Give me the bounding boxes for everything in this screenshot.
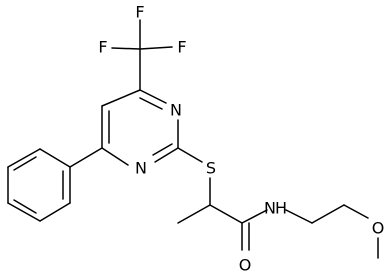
- amide-nitrogen-label: N: [264, 199, 276, 218]
- fluorine-top-label: F: [135, 3, 144, 22]
- pyrimidine-ring: [101, 89, 179, 166]
- bond-n1-c6: [101, 147, 129, 166]
- fluorine-right-label: F: [177, 38, 186, 57]
- bond-ph-5-inner: [13, 156, 37, 171]
- nitrogen-upper-label: N: [170, 101, 182, 120]
- bond-c5-c4: [101, 89, 141, 107]
- bond-n-ch2: [285, 209, 313, 224]
- bond-c2-s: [177, 147, 203, 163]
- phenyl-ring: [7, 147, 103, 222]
- bond-c2-n1: [154, 147, 179, 163]
- bond-c-f-left: [111, 47, 141, 50]
- ether-oxygen-label: O: [372, 219, 385, 238]
- bond-ch2-ch2: [311, 204, 345, 224]
- bond-ch-methyl: [177, 204, 211, 224]
- bond-ph-6: [39, 148, 71, 168]
- carbonyl-oxygen-label: O: [239, 256, 252, 275]
- bond-c-f-right: [139, 46, 173, 50]
- bond-pyrimidine-phenyl: [69, 147, 103, 168]
- atom-labels: F F F N N S N H O O: [98, 3, 384, 275]
- bond-c2-n1-double: [152, 143, 173, 156]
- bond-ch2-o: [343, 204, 369, 219]
- side-chain: [177, 147, 379, 259]
- nitrogen-lower-label: N: [135, 159, 147, 178]
- trifluoromethyl-group: [111, 19, 173, 91]
- bond-c4-n3: [139, 89, 167, 104]
- bond-ph-5: [7, 148, 41, 168]
- bond-ch-carbonyl: [209, 204, 243, 224]
- bond-ph-3-inner: [13, 199, 37, 214]
- bond-ph-2: [39, 202, 71, 222]
- sulfur-label: S: [206, 159, 216, 178]
- bond-ph-3: [7, 202, 41, 222]
- amide-hydrogen-label: H: [275, 199, 287, 218]
- bond-carbonyl-n: [241, 209, 268, 224]
- fluorine-left-label: F: [98, 38, 107, 57]
- bond-c4-n3-double: [139, 97, 163, 110]
